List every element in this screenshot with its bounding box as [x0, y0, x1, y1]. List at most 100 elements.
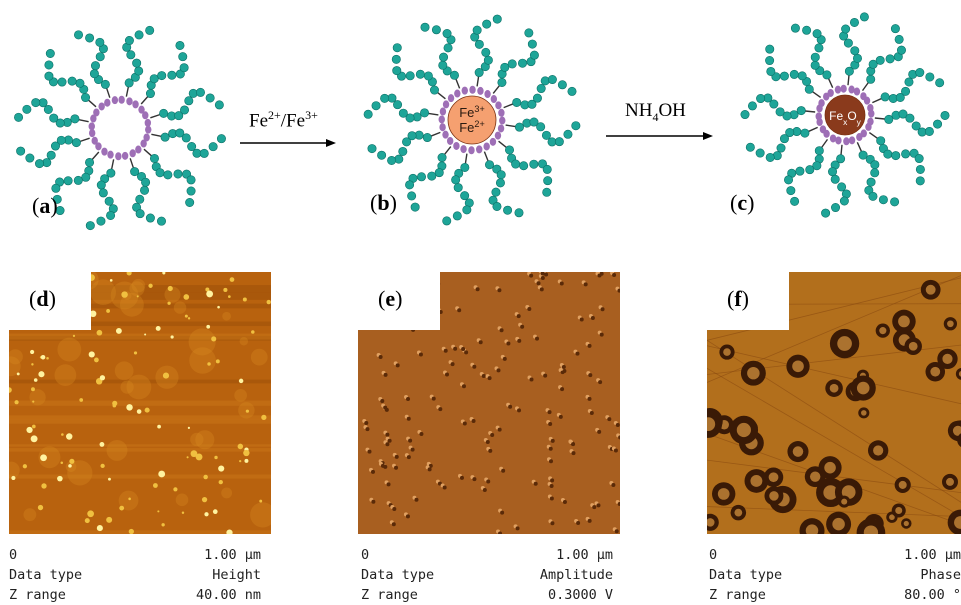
- surfactant-tail-bead: [451, 175, 461, 185]
- surfactant-tail-bead: [755, 148, 765, 158]
- surfactant-linker: [861, 82, 869, 92]
- surfactant-tail-bead: [785, 128, 795, 138]
- surfactant-linker: [847, 75, 850, 86]
- reverse-micelle-iron-oxide: FexOy: [740, 12, 950, 218]
- surfactant-tail-bead: [442, 216, 452, 226]
- surfactant-head: [848, 85, 855, 94]
- surfactant-tail-bead: [25, 153, 35, 163]
- surfactant-tail-bead: [439, 52, 449, 62]
- surfactant-tail-bead: [543, 176, 553, 186]
- surfactant-tail-bead: [460, 191, 470, 201]
- surfactant-head: [835, 136, 842, 145]
- surfactant-tail-bead: [96, 216, 106, 226]
- surfactant-tail-bead: [505, 145, 515, 155]
- surfactant-tail-bead: [427, 171, 437, 181]
- surfactant-tail-bead: [883, 149, 893, 159]
- surfactant-linker: [483, 151, 489, 162]
- surfactant-head: [118, 95, 125, 104]
- surfactant-tail-bead: [100, 79, 110, 89]
- surfactant-tail-bead: [775, 107, 785, 117]
- surfactant-tail-bead: [810, 60, 820, 70]
- surfactant-head: [834, 85, 842, 94]
- surfactant-tail-bead: [187, 142, 197, 152]
- surfactant-tail-bead: [495, 178, 505, 188]
- surfactant-tail-bead: [474, 68, 484, 78]
- surfactant-tail-bead: [507, 59, 517, 69]
- surfactant-tail-bead: [890, 197, 900, 207]
- surfactant-linker: [91, 151, 100, 160]
- surfactant-head: [438, 115, 445, 124]
- surfactant-tail-bead: [831, 203, 841, 213]
- surfactant-tail-bead: [924, 126, 934, 136]
- surfactant-head: [143, 133, 150, 142]
- surfactant-tail-bead: [85, 221, 95, 231]
- surfactant-tail-bead: [70, 114, 80, 124]
- surfactant-tail-bead: [891, 151, 901, 161]
- surfactant-tail-bead: [858, 150, 868, 160]
- surfactant-tail-bead: [519, 161, 529, 171]
- surfactant-head: [468, 146, 475, 155]
- surfactant-head: [145, 125, 152, 134]
- surfactant-tail-bead: [866, 74, 876, 84]
- surfactant-tail-bead: [106, 210, 116, 220]
- surfactant-tail-bead: [822, 70, 832, 80]
- surfactant-tail-bead: [96, 180, 106, 190]
- surfactant-tail-bead: [812, 161, 822, 171]
- surfactant-head: [144, 118, 152, 127]
- surfactant-head: [453, 141, 460, 150]
- surfactant-tail-bead: [563, 129, 573, 139]
- surfactant-tail-bead: [524, 28, 534, 38]
- surfactant-head: [829, 134, 837, 143]
- surfactant-head: [497, 124, 505, 133]
- surfactant-tail-bead: [205, 93, 215, 103]
- surfactant-tail-bead: [500, 62, 510, 72]
- surfactant-tail-bead: [870, 168, 880, 178]
- surfactant-head: [142, 111, 149, 120]
- panel-label-d: (d): [9, 272, 91, 330]
- surfactant-linker: [856, 142, 863, 152]
- surfactant-tail-bead: [821, 208, 831, 218]
- surfactant-tail-bead: [410, 202, 420, 212]
- surfactant-tail-bead: [175, 40, 185, 50]
- surfactant-linker: [874, 117, 885, 120]
- surfactant-tail-bead: [141, 177, 151, 187]
- surfactant-tail-bead: [173, 169, 183, 179]
- surfactant-tail-bead: [167, 70, 177, 80]
- surfactant-tail-bead: [438, 60, 448, 70]
- surfactant-tail-bead: [925, 72, 935, 82]
- surfactant-tail-bead: [756, 94, 766, 104]
- scale-end: 1.00 µm: [204, 547, 261, 563]
- surfactant-linker: [505, 124, 516, 128]
- surfactant-tail-bead: [452, 211, 462, 221]
- surfactant-head: [863, 96, 871, 105]
- surfactant-tail-bead: [483, 55, 493, 65]
- surfactant-tail-bead: [802, 25, 812, 35]
- surfactant-tail-bead: [786, 186, 796, 196]
- surfactant-tail-bead: [104, 196, 114, 206]
- z-range-value: 80.00 °: [904, 587, 961, 603]
- surfactant-tail-bead: [442, 29, 452, 39]
- core-label: Fe3+: [459, 104, 485, 120]
- surfactant-tail-bead: [542, 164, 552, 174]
- surfactant-tail-bead: [935, 78, 945, 88]
- surfactant-head: [115, 152, 122, 161]
- surfactant-tail-bead: [155, 168, 165, 178]
- surfactant-linker: [88, 99, 97, 108]
- surfactant-tail-bead: [90, 61, 100, 71]
- surfactant-tail-bead: [880, 92, 890, 102]
- surfactant-tail-bead: [178, 52, 188, 62]
- surfactant-linker: [812, 91, 822, 99]
- surfactant-head: [446, 136, 454, 145]
- surfactant-tail-bead: [769, 99, 779, 109]
- surfactant-tail-bead: [870, 160, 880, 170]
- surfactant-tail-bead: [800, 128, 810, 138]
- surfactant-tail-bead: [392, 66, 402, 76]
- surfactant-tail-bead: [844, 66, 854, 76]
- surfactant-head: [104, 98, 111, 107]
- surfactant-head: [843, 137, 850, 146]
- surfactant-tail-bead: [43, 104, 53, 114]
- surfactant-head: [121, 151, 129, 160]
- surfactant-tail-bead: [44, 60, 54, 70]
- reaction-1-label: Fe2+/Fe3+: [249, 108, 318, 132]
- surfactant-tail-bead: [22, 104, 32, 114]
